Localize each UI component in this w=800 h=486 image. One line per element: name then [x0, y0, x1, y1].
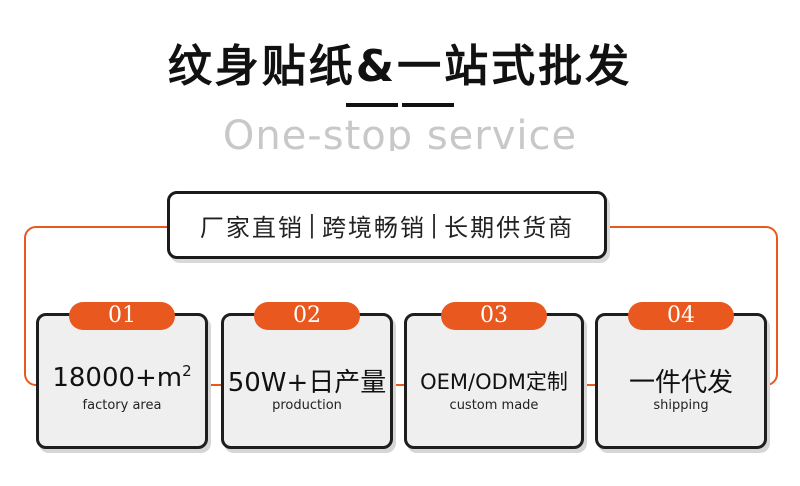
- tagline-part-cross-border: 跨境畅销: [322, 213, 426, 242]
- page-subtitle: One-stop service: [222, 113, 578, 151]
- tagline-part-factory-direct: 厂家直销: [199, 213, 304, 242]
- tagline-box: 厂家直销 | 跨境畅销 | 长期供货商: [167, 191, 607, 259]
- feature-value-superscript: 2: [182, 362, 192, 380]
- feature-caption: shipping: [653, 398, 709, 413]
- feature-card-factory-area: 01 18000+m2 factory area: [36, 302, 208, 449]
- feature-caption: production: [272, 398, 342, 413]
- feature-number-badge: 03: [441, 302, 547, 330]
- title-underline-right: [402, 103, 454, 107]
- tagline-separator: |: [430, 211, 441, 239]
- feature-caption: factory area: [82, 398, 162, 413]
- feature-number-badge: 02: [254, 302, 360, 330]
- feature-caption: custom made: [449, 398, 539, 413]
- feature-number-badge: 01: [69, 302, 175, 330]
- subtitle-clip: One-stop service: [0, 111, 800, 151]
- feature-value: 50W+日产量: [227, 368, 387, 398]
- feature-value-text: 18000+m: [52, 363, 183, 393]
- feature-card-production: 02 50W+日产量 production: [221, 302, 393, 449]
- page-title: 纹身贴纸&一站式批发: [167, 41, 633, 92]
- feature-value: OEM/ODM定制: [420, 370, 568, 394]
- feature-card-custom-made: 03 OEM/ODM定制 custom made: [404, 302, 584, 449]
- feature-card-shipping: 04 一件代发 shipping: [595, 302, 767, 449]
- feature-number-badge: 04: [628, 302, 734, 330]
- feature-value: 一件代发: [628, 368, 733, 398]
- tagline-part-long-term-supplier: 长期供货商: [444, 213, 575, 242]
- tagline-separator: |: [307, 211, 318, 239]
- feature-value: 18000+m2: [39, 362, 205, 393]
- title-underline-left: [346, 103, 398, 107]
